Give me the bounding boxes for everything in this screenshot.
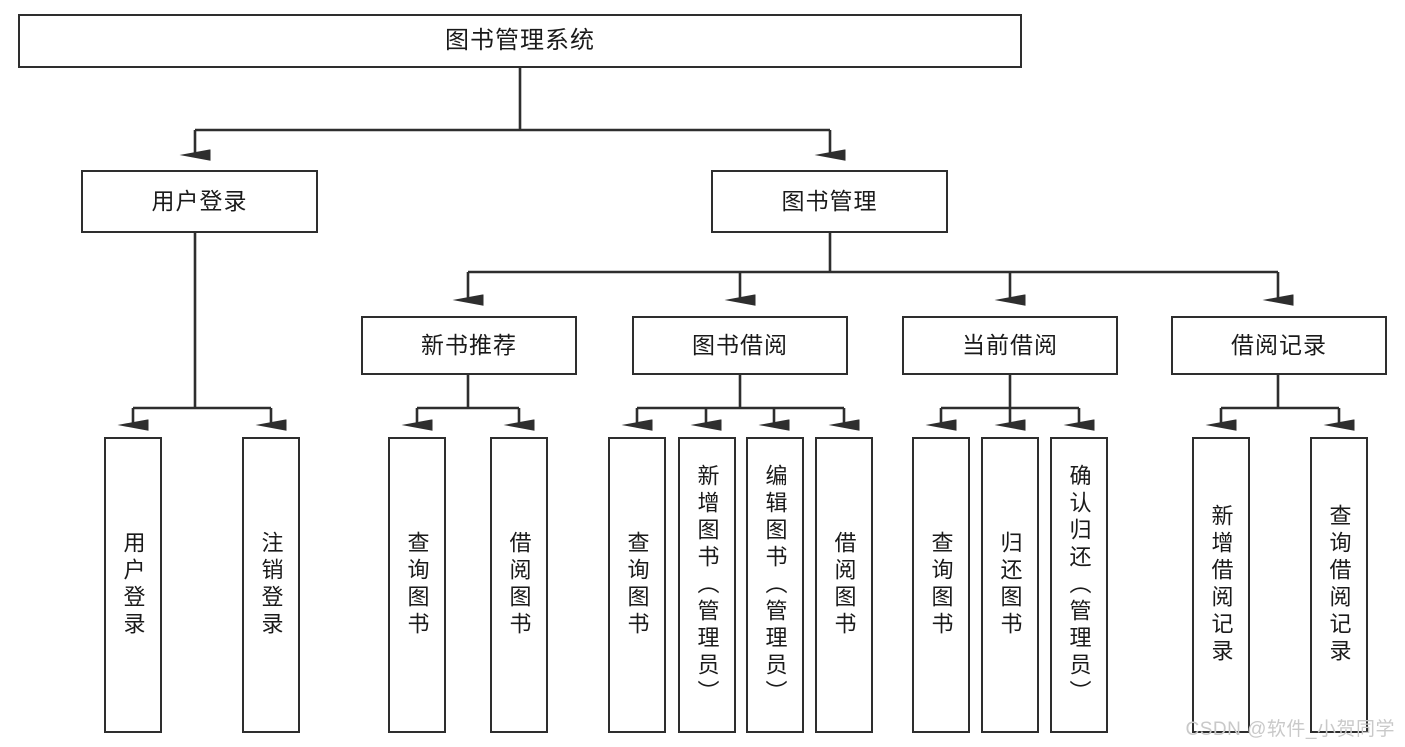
leaf-query-borrow-record[interactable]: 查询借阅记录 [1310, 437, 1368, 733]
node-new-book-recommendation[interactable]: 新书推荐 [361, 316, 577, 375]
leaf-add-borrow-record[interactable]: 新增借阅记录 [1192, 437, 1250, 733]
leaf-confirm-return-admin[interactable]: 确认归还（管理员） [1050, 437, 1108, 733]
leaf-label: 用户登录 [120, 531, 146, 639]
node-label: 借阅记录 [1231, 331, 1327, 358]
leaf-label: 编辑图书（管理员） [762, 463, 788, 707]
leaf-user-login[interactable]: 用户登录 [104, 437, 162, 733]
edge-current-borrow-to-leaves [925, 375, 1095, 431]
node-label: 图书管理系统 [445, 26, 595, 54]
leaf-query-book-new-rec[interactable]: 查询图书 [388, 437, 446, 733]
node-book-borrowing[interactable]: 图书借阅 [632, 316, 848, 375]
node-label: 用户登录 [151, 187, 248, 214]
leaf-label: 确认归还（管理员） [1066, 463, 1092, 707]
leaf-label: 归还图书 [997, 531, 1023, 639]
node-label: 当前借阅 [962, 331, 1058, 358]
leaf-label: 新增图书（管理员） [694, 463, 720, 707]
edge-borrow-record-to-leaves [1205, 375, 1355, 431]
edge-root-to-level2 [179, 68, 846, 161]
node-label: 图书借阅 [692, 331, 788, 358]
node-current-borrowing[interactable]: 当前借阅 [902, 316, 1118, 375]
leaf-label: 借阅图书 [506, 531, 532, 639]
node-user-login[interactable]: 用户登录 [81, 170, 318, 233]
leaf-borrow-book-new-rec[interactable]: 借阅图书 [490, 437, 548, 733]
leaf-query-book-current[interactable]: 查询图书 [912, 437, 970, 733]
edge-user-login-to-leaves [117, 233, 287, 431]
leaf-label: 查询借阅记录 [1326, 504, 1352, 666]
csdn-watermark: CSDN @软件_小贺同学 [1185, 719, 1395, 740]
node-root-book-management-system[interactable]: 图书管理系统 [18, 14, 1022, 68]
node-borrowing-records[interactable]: 借阅记录 [1171, 316, 1387, 375]
leaf-label: 查询图书 [404, 531, 430, 639]
edge-new-book-rec-to-leaves [401, 375, 535, 431]
edge-book-borrow-to-leaves [621, 375, 860, 431]
node-label: 图书管理 [781, 187, 878, 214]
leaf-return-book[interactable]: 归还图书 [981, 437, 1039, 733]
edge-book-manage-to-level3 [452, 233, 1294, 306]
leaf-label: 查询图书 [624, 531, 650, 639]
leaf-label: 注销登录 [258, 531, 284, 639]
leaf-label: 查询图书 [928, 531, 954, 639]
node-book-management[interactable]: 图书管理 [711, 170, 948, 233]
leaf-edit-book-admin[interactable]: 编辑图书（管理员） [746, 437, 804, 733]
leaf-query-book-borrow[interactable]: 查询图书 [608, 437, 666, 733]
leaf-label: 借阅图书 [831, 531, 857, 639]
leaf-label: 新增借阅记录 [1208, 504, 1234, 666]
leaf-user-logout[interactable]: 注销登录 [242, 437, 300, 733]
node-label: 新书推荐 [421, 331, 517, 358]
leaf-borrow-book[interactable]: 借阅图书 [815, 437, 873, 733]
leaf-add-book-admin[interactable]: 新增图书（管理员） [678, 437, 736, 733]
